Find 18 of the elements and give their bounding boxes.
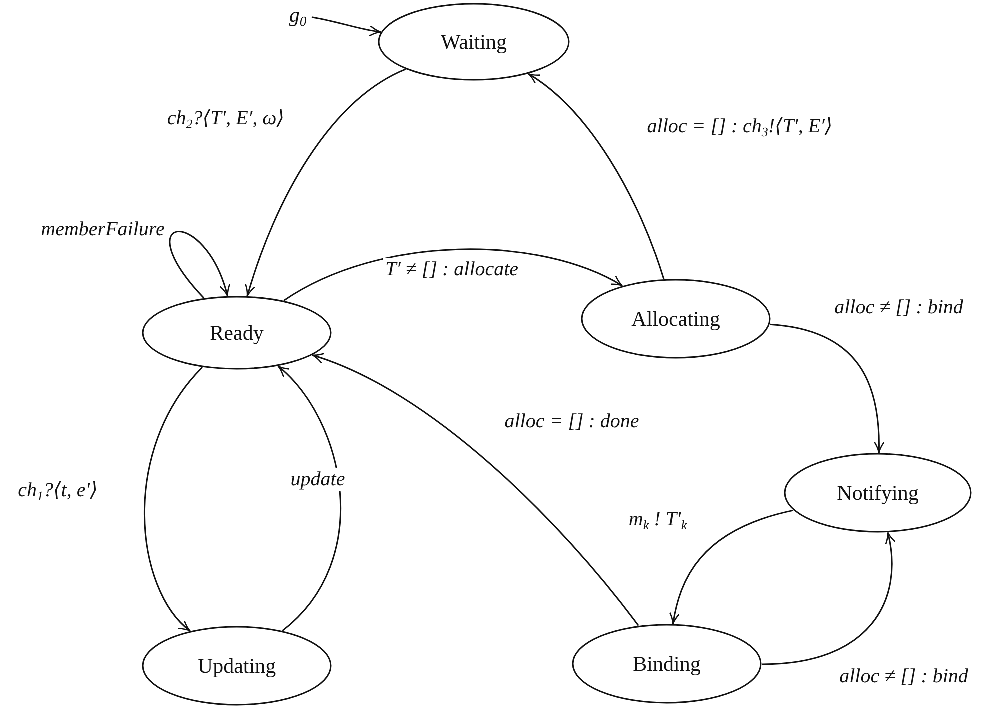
state-ellipse — [784, 453, 972, 533]
state-name: Notifying — [837, 480, 919, 506]
state-name: Allocating — [632, 306, 720, 332]
edge-label: alloc ≠ [] : bind — [832, 296, 966, 320]
state-name: Binding — [633, 652, 701, 676]
edge-label: update — [288, 468, 348, 492]
edge-label: alloc ≠ [] : bind — [838, 666, 970, 688]
start-label: g$_{0}$ — [289, 2, 307, 28]
state-name: Waiting — [441, 30, 507, 54]
state-ellipse — [572, 624, 762, 704]
state-ellipse — [142, 626, 332, 706]
state-name: Updating — [198, 654, 276, 678]
edge-label: T′ ≠ [] : allocate — [383, 258, 521, 282]
edge-label: alloc = [] : done — [502, 410, 642, 434]
state-ellipse — [378, 3, 570, 81]
state-ellipse — [142, 296, 332, 370]
state-name: Ready — [210, 320, 264, 346]
state-ellipse — [581, 279, 771, 359]
